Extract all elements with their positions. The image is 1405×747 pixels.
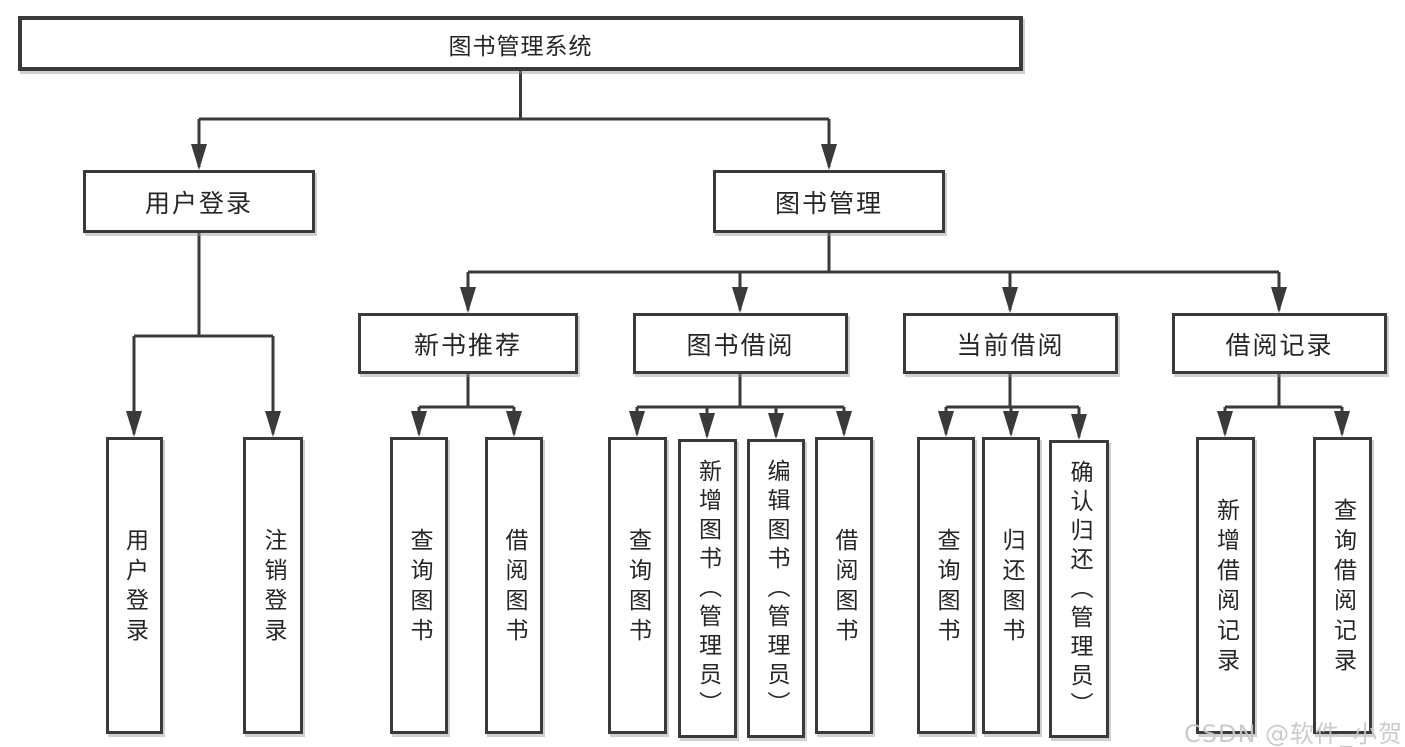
arrowhead [506,411,522,437]
leaf-borrow-books-1: 借阅图书 [485,437,543,734]
connector-new-book-rec [417,374,516,434]
node-book-management: 图书管理 [713,170,945,233]
leaf-logout: 注销登录 [243,437,303,734]
arrowhead [265,411,281,437]
leaf-query-borrow-record: 查询借阅记录 [1313,437,1372,734]
leaf-query-books-3: 查询图书 [917,437,975,734]
arrowhead [191,144,207,170]
leaf-borrow-books-2: 借阅图书 [815,437,873,734]
connector-book-mgmt [466,233,1281,310]
connector-root-to-level2 [197,71,831,167]
leaf-query-books-2: 查询图书 [608,437,667,734]
node-borrow-records: 借阅记录 [1172,313,1387,374]
leaf-query-books-1: 查询图书 [390,437,448,734]
node-book-borrowing: 图书借阅 [633,313,848,374]
leaf-return-books: 归还图书 [982,437,1040,734]
arrowhead [629,411,645,437]
arrowhead [1334,411,1350,437]
node-user-login: 用户登录 [83,170,315,233]
arrowhead [836,411,852,437]
leaf-add-books-admin: 新增图书（管理员） [678,439,737,738]
arrowhead [821,144,837,170]
arrowhead [732,287,748,313]
arrowhead [126,411,142,437]
connector-borrow-records [1223,374,1344,434]
arrowhead [1071,414,1087,440]
arrowhead [411,411,427,437]
node-new-book-recommend: 新书推荐 [358,313,578,374]
node-current-borrowing: 当前借阅 [903,313,1118,374]
csdn-watermark: CSDN @软件_小贺同学 [1184,720,1405,747]
leaf-edit-books-admin: 编辑图书（管理员） [747,439,805,738]
arrowhead [938,411,954,437]
arrowhead [699,413,715,439]
arrowhead [460,287,476,313]
leaf-user-login: 用户登录 [106,437,163,734]
arrowhead [1002,287,1018,313]
arrowhead [1271,287,1287,313]
arrowhead [768,413,784,439]
connector-book-borrow [635,374,846,436]
connector-current-borrow [944,374,1081,437]
leaf-confirm-return-admin: 确认归还（管理员） [1049,440,1109,738]
connector-user-login [132,233,275,434]
node-root: 图书管理系统 [18,16,1023,71]
arrowhead [1217,411,1233,437]
leaf-add-borrow-record: 新增借阅记录 [1196,437,1255,734]
arrowhead [1003,411,1019,437]
